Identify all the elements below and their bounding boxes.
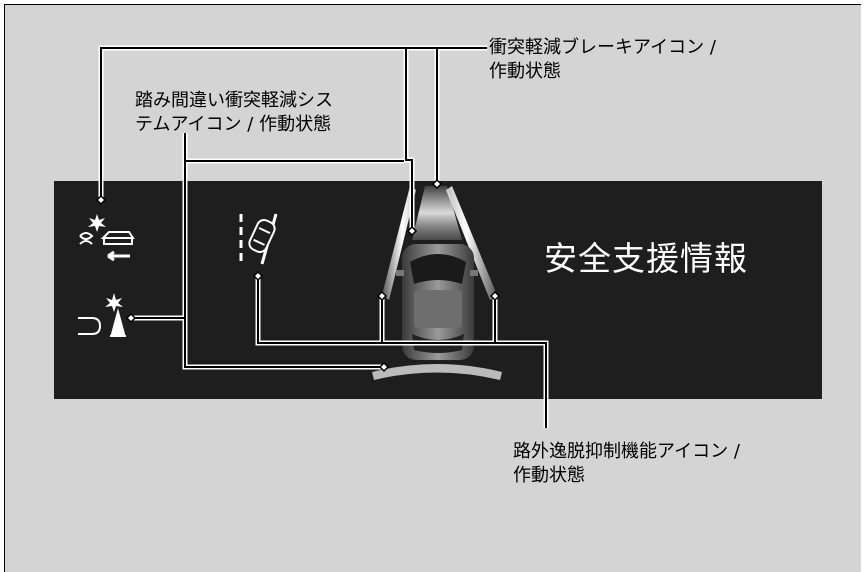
callout-road-departure-line1: 路外逸脱抑制機能アイコン / — [513, 441, 740, 462]
callout-road-departure-line2: 作動状態 — [513, 465, 585, 486]
callout-pedal-line2: テムアイコン / 作動状態 — [135, 114, 332, 135]
pedal-misapplication-icon — [78, 293, 126, 337]
panel-title: 安全支援情報 — [544, 239, 748, 278]
callout-cmbs: 衝突軽減ブレーキアイコン / 作動状態 — [489, 36, 716, 84]
cmbs-icon — [79, 214, 135, 262]
callout-pedal-line1: 踏み間違い衝突軽減シス — [135, 90, 333, 111]
callout-road-departure: 路外逸脱抑制機能アイコン / 作動状態 — [513, 440, 740, 488]
road-departure-mitigation-icon — [239, 213, 278, 265]
callout-cmbs-line1: 衝突軽減ブレーキアイコン / — [489, 37, 716, 58]
callout-cmbs-line2: 作動状態 — [489, 61, 561, 82]
callout-pedal-misapplication: 踏み間違い衝突軽減シス テムアイコン / 作動状態 — [135, 89, 333, 137]
leader-markers — [95, 178, 501, 373]
vehicle-top-view-icon — [372, 186, 502, 380]
leader-lines-core — [100, 47, 547, 428]
